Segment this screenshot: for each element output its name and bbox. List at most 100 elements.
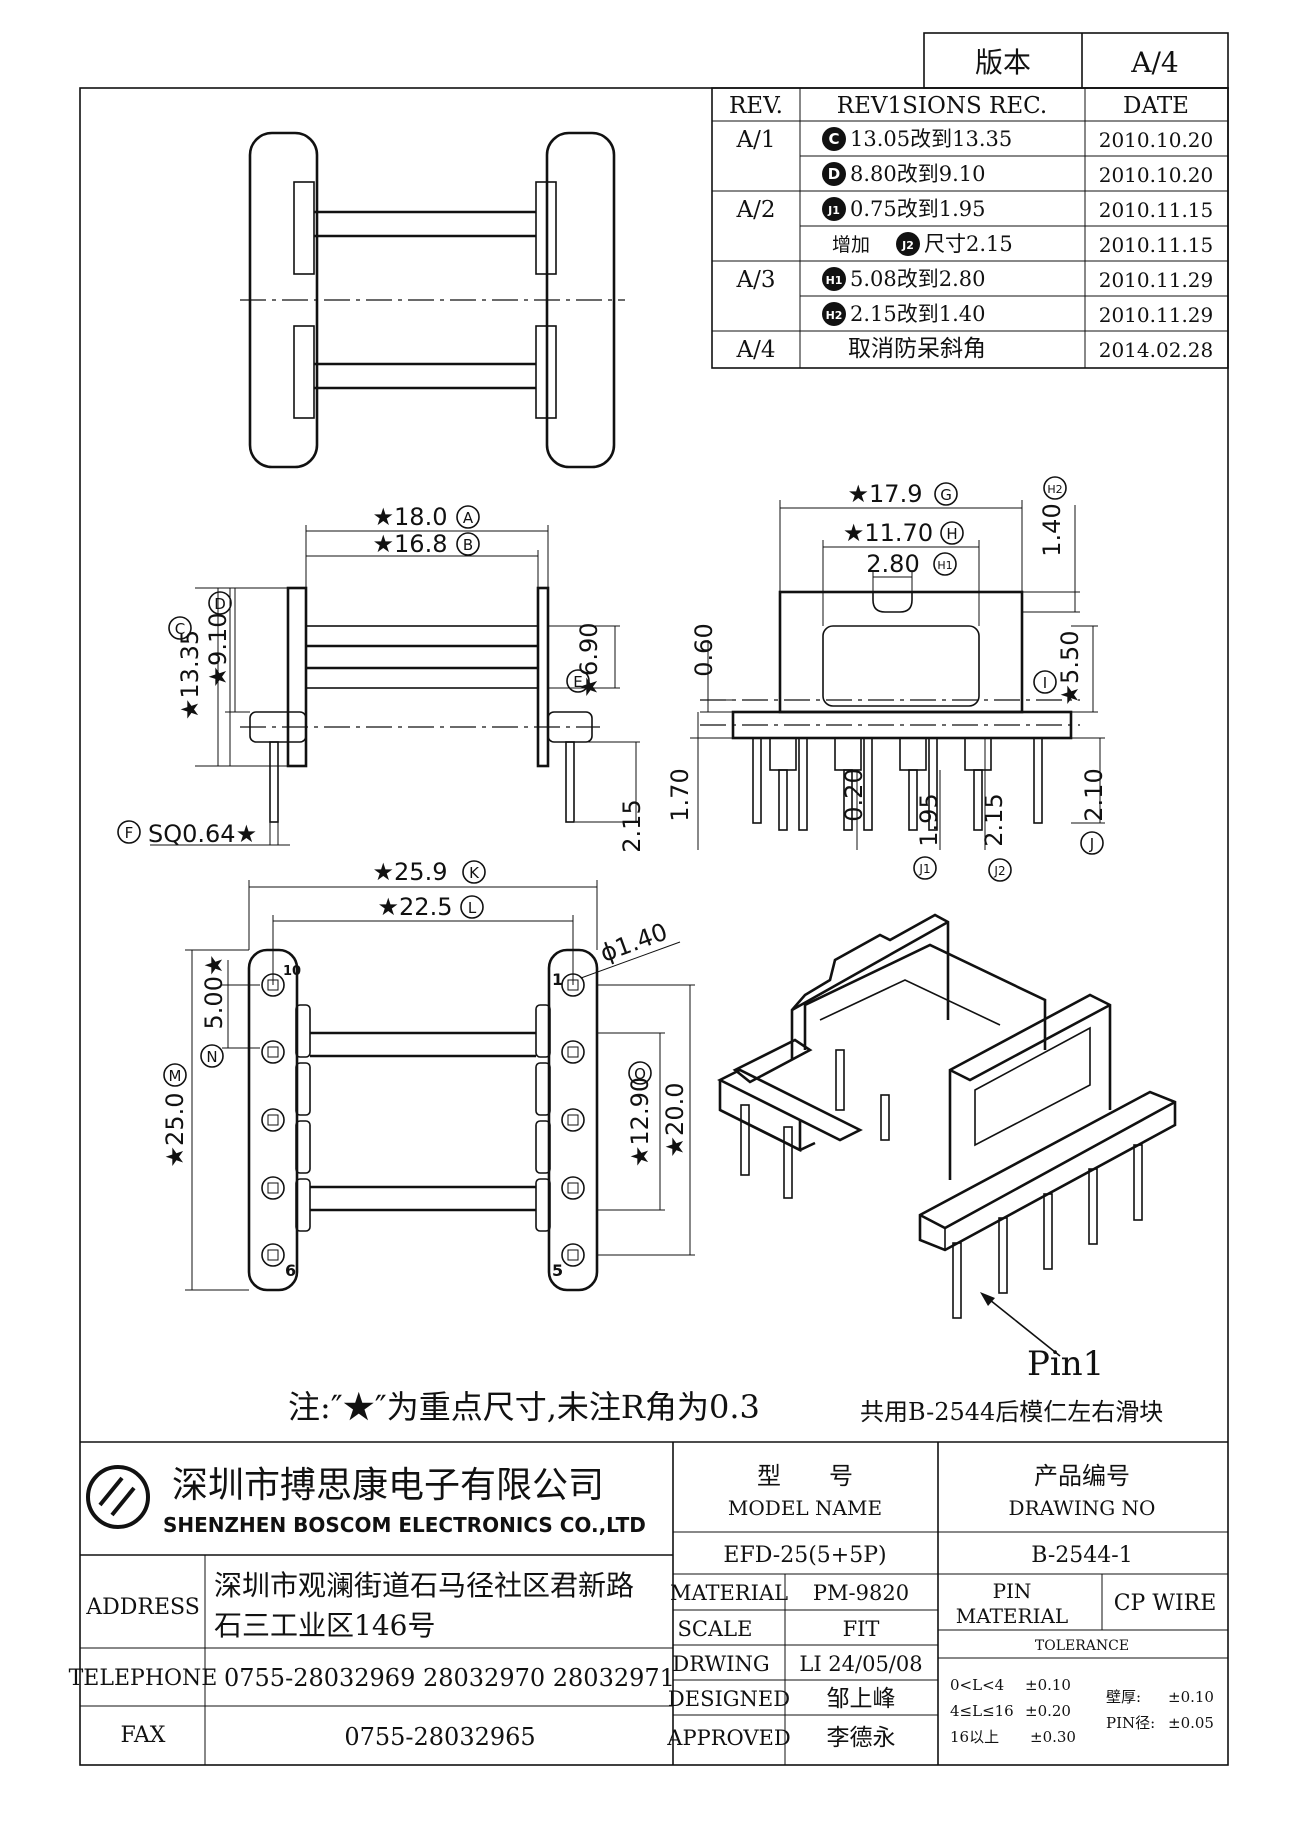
note-key-dims: 注:″★″为重点尺寸,未注R角为0.3 [288, 1388, 760, 1426]
tol-value-2: ±0.20 [1025, 1702, 1071, 1720]
pin-label-5: 5 [552, 1261, 563, 1280]
tol-range-2: 4≤L≤16 [950, 1702, 1014, 1720]
front-pin [1033, 737, 1043, 824]
dim-l-tag: L [468, 899, 477, 917]
dim-b-tag: B [463, 536, 473, 554]
dim-f: SQ0.64★ [148, 820, 257, 848]
telephone-value: 0755-28032969 28032970 28032971 [224, 1664, 675, 1692]
pin1-label: Pin1 [1027, 1344, 1104, 1384]
company-name-cn: 深圳市搏思康电子有限公司 [172, 1465, 604, 1506]
version-value: A/4 [1130, 46, 1178, 79]
rev-text: 8.80改到9.10 [850, 162, 986, 186]
rev-mark-badge [822, 127, 846, 151]
front-pin [973, 769, 983, 831]
dim-p: ★20.0 [661, 1083, 689, 1158]
iso-pin [998, 1217, 1008, 1294]
model-label-cn: 型 号 [757, 1462, 853, 1490]
pin-square [267, 1114, 279, 1126]
dim-a-tag: A [463, 509, 474, 527]
scale-label: SCALE [678, 1617, 753, 1641]
bottom-view: 10 1 6 5 ★25.9 K ★22.5 L ★25.0 M 5.00★ [161, 858, 695, 1292]
dim-o-tag: O [634, 1065, 646, 1083]
rev-text: 5.08改到2.80 [850, 267, 986, 291]
dim-h1-tag: H1 [937, 559, 952, 572]
dim-pin-len: 2.15 [618, 799, 646, 852]
rev-header: REV. [729, 93, 783, 119]
telephone-label: TELEPHONE [69, 1666, 218, 1691]
rev-text: 13.05改到13.35 [850, 127, 1012, 151]
rev-mark: C [828, 130, 839, 148]
pin-label-10: 10 [283, 964, 301, 979]
dim-d-tag: D [214, 595, 226, 613]
dim-l: ★22.5 [378, 893, 453, 921]
pin-hole [561, 1243, 585, 1267]
rev-mark-badge [822, 162, 846, 186]
address-line1: 深圳市观澜街道石马径社区君新路 [214, 1569, 634, 1602]
pin-material-label-1: PIN [993, 1579, 1032, 1603]
dim-k: ★25.9 [373, 858, 448, 886]
tolerance-label: TOLERANCE [1035, 1638, 1129, 1654]
pin-hole [261, 1040, 285, 1064]
bobbin-segment [295, 1062, 311, 1116]
dim-b: ★16.8 [373, 530, 448, 558]
dim-m: ★25.0 [161, 1093, 189, 1168]
dim-j: 2.10 [1080, 768, 1108, 821]
version-label: 版本 [975, 46, 1031, 79]
dim-d: ★9.10 [204, 613, 232, 688]
dim-n: 5.00★ [200, 955, 228, 1030]
dim-020: 0.20 [840, 768, 868, 821]
pin-hole [561, 1108, 585, 1132]
front-pin [798, 737, 808, 831]
drawing-label-cn: 产品编号 [1034, 1462, 1130, 1490]
iso-pin [1043, 1193, 1053, 1270]
dim-g: ★17.9 [848, 480, 923, 508]
dim-m-tag: M [169, 1067, 182, 1085]
rev-date: 2010.11.15 [1099, 233, 1214, 257]
rev-prefix: 增加 [832, 234, 870, 256]
address-line2: 石三工业区146号 [214, 1609, 435, 1642]
iso-pin [835, 1049, 845, 1111]
dim-a: ★18.0 [373, 503, 448, 531]
bobbin-segment [535, 1004, 551, 1058]
approved-value: 李德永 [827, 1725, 896, 1751]
pin-square [567, 1249, 579, 1261]
pin-square [267, 1182, 279, 1194]
front-pin [928, 737, 938, 831]
pin-hole [561, 1176, 585, 1200]
pin-hole [261, 1243, 285, 1267]
rev-mark-badge [896, 232, 920, 256]
drawing-value: B-2544-1 [1031, 1543, 1132, 1568]
rev-cell: A/2 [736, 197, 776, 223]
tol-range-3: 16以上 [950, 1728, 999, 1746]
front-slot [899, 737, 927, 771]
rev-mark-badge [822, 197, 846, 221]
rec-header: REV1SIONS REC. [837, 93, 1047, 119]
pin-material-value: CP WIRE [1114, 1591, 1217, 1616]
rev-cell: A/3 [736, 267, 776, 293]
pin-d-value: ±0.05 [1168, 1714, 1214, 1732]
pin-hole [261, 1108, 285, 1132]
dim-k-tag: K [469, 864, 480, 882]
rev-cell: A/1 [736, 127, 776, 153]
pin-d-label: PIN径: [1106, 1714, 1155, 1732]
model-value: EFD-25(5+5P) [723, 1543, 886, 1568]
dim-h-tag: H [946, 525, 957, 543]
iso-pin [880, 1094, 890, 1141]
title-block: 深圳市搏思康电子有限公司 SHENZHEN BOSCOM ELECTRONICS… [69, 1441, 1228, 1765]
iso-pin [952, 1242, 962, 1319]
dim-hole: ϕ1.40 [596, 918, 671, 968]
model-label-en: MODEL NAME [728, 1496, 882, 1520]
rev-mark: J2 [901, 239, 914, 252]
pin-label-1: 1 [552, 970, 563, 989]
dim-n-tag: N [206, 1048, 217, 1066]
dim-c: ★13.35 [176, 630, 204, 720]
bobbin-segment [295, 1120, 311, 1174]
drwing-value: LI 24/05/08 [799, 1652, 922, 1676]
rev-date: 2014.02.28 [1099, 338, 1214, 362]
dim-g-tag: G [940, 486, 952, 504]
rev-mark: J1 [827, 204, 840, 217]
bobbin-segment [535, 1062, 551, 1116]
rev-date: 2010.11.29 [1099, 268, 1214, 292]
address-label: ADDRESS [85, 1595, 200, 1620]
